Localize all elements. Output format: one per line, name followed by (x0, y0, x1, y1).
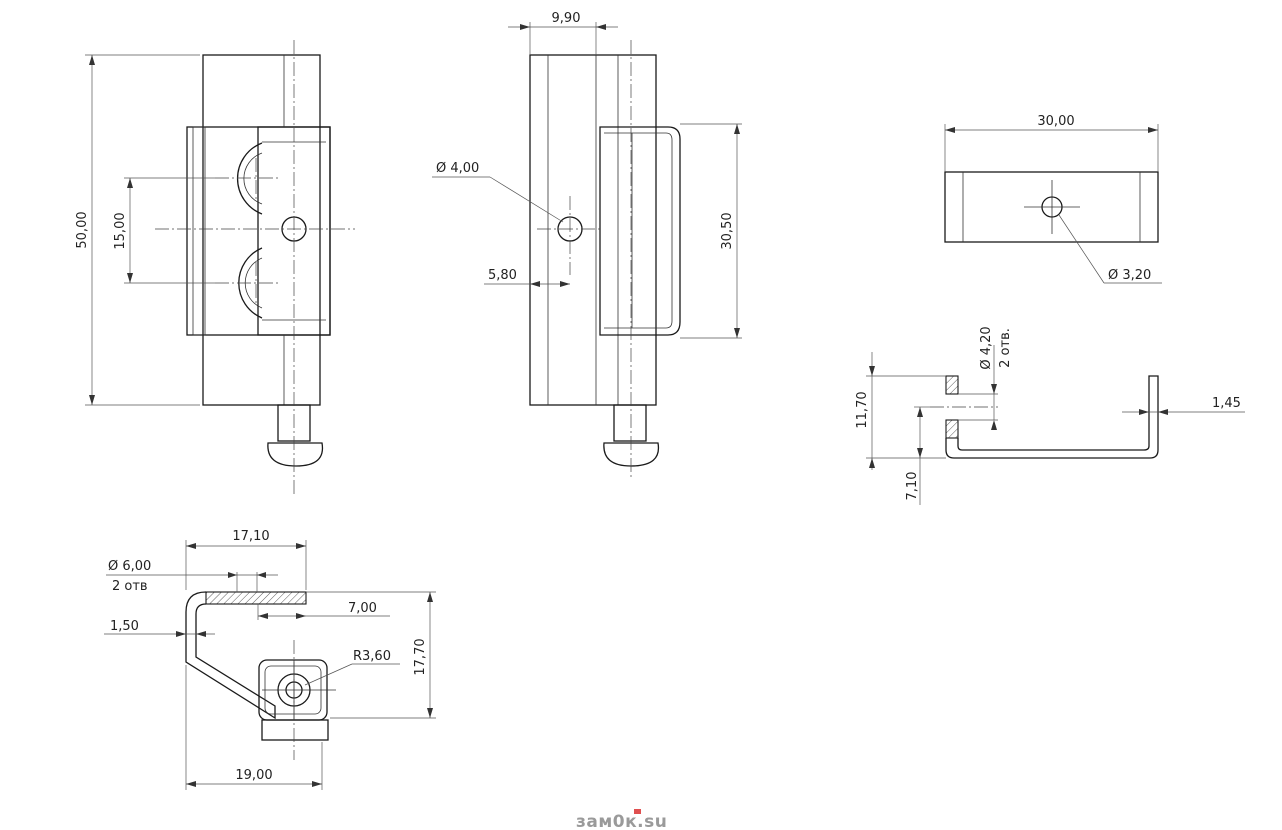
dim-section-thickness-1-45: 1,45 (1212, 396, 1241, 411)
dim-bottom-wall-1-50: 1,50 (110, 619, 139, 634)
dim-bottom-radius: R3,60 (353, 649, 391, 664)
dim-side-hole-4: Ø 4,00 (436, 161, 479, 176)
dim-side-30-50: 30,50 (720, 212, 735, 249)
watermark-logo: зам0к.su (576, 809, 667, 830)
dim-hole-pitch-15: 15,00 (113, 212, 128, 249)
watermark-text: зам0к.su (576, 812, 667, 830)
dim-side-5-80: 5,80 (488, 268, 517, 283)
dim-side-9-90: 9,90 (552, 11, 581, 26)
bottom-view (104, 540, 436, 790)
dim-plate-hole-3-20: Ø 3,20 (1108, 268, 1151, 283)
dim-bottom-height-17-70: 17,70 (413, 638, 428, 675)
dim-bottom-7: 7,00 (348, 601, 377, 616)
dim-section-hole-4-20: Ø 4,20 (979, 326, 994, 369)
dim-bottom-hole-6: Ø 6,00 (108, 559, 151, 574)
dim-bottom-17-10: 17,10 (232, 529, 269, 544)
dim-bottom-holes-count: 2 отв (112, 579, 148, 594)
front-view (85, 40, 355, 495)
watermark-accent-icon (634, 809, 641, 814)
dim-section-height-11-70: 11,70 (855, 391, 870, 428)
dim-plate-width-30: 30,00 (1037, 114, 1074, 129)
side-view (432, 22, 742, 480)
dim-section-holes-count: 2 отв. (998, 328, 1013, 368)
dim-height-50: 50,00 (75, 211, 90, 248)
dim-section-offset-7-10: 7,10 (905, 472, 920, 501)
section-view (866, 345, 1245, 505)
plate-top-view (944, 124, 1162, 284)
dim-bottom-width-19: 19,00 (235, 768, 272, 783)
